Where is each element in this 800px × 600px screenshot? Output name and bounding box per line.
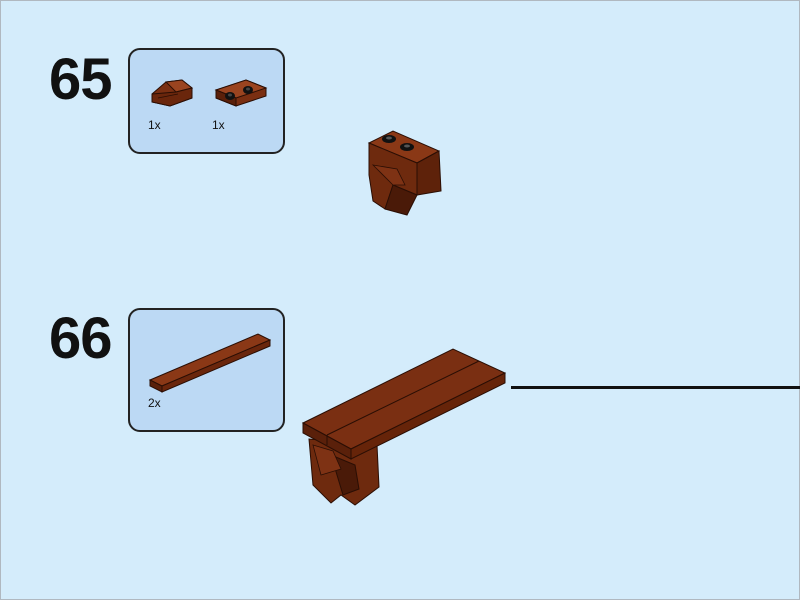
part-qty: 1x (148, 118, 161, 132)
parts-box-step-66: 2x (128, 308, 285, 432)
parts-box-step-65: 1x 1x (128, 48, 285, 154)
assembly-step-66 (301, 348, 507, 506)
step-number-66: 66 (49, 306, 113, 371)
long-plate-icon (148, 333, 272, 393)
callout-line (511, 386, 800, 389)
part-qty: 1x (212, 118, 225, 132)
assembly-step-65 (367, 130, 442, 216)
slope-brick-icon (151, 79, 194, 107)
part-qty: 2x (148, 396, 161, 410)
step-number-65: 65 (49, 47, 113, 112)
plate-with-studs-icon (214, 79, 268, 107)
